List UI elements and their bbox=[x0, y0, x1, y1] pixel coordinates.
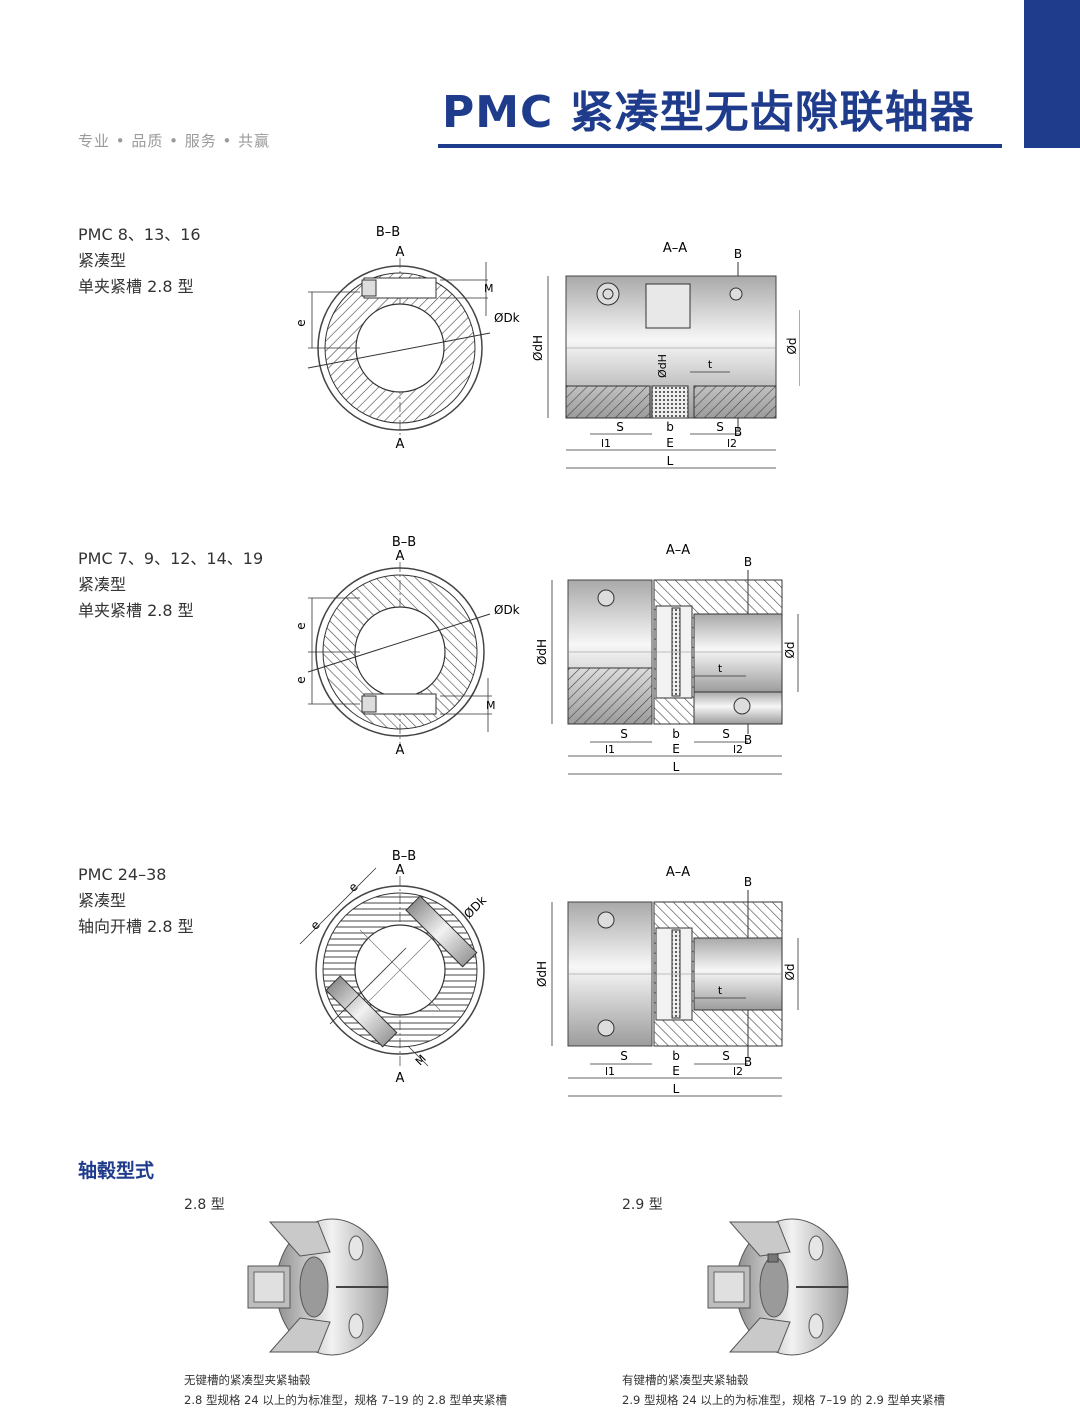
s-left-label: S bbox=[616, 420, 624, 434]
hub-type-28-caption-line2: 2.8 型规格 24 以上的为标准型，规格 7–19 的 2.8 型单夹紧槽 bbox=[184, 1393, 507, 1407]
section-1-clamp: 单夹紧槽 2.8 型 bbox=[78, 277, 194, 296]
hub-type-29-caption: 有键槽的紧凑型夹紧轴毂 2.9 型规格 24 以上的为标准型，规格 7–19 的… bbox=[622, 1370, 945, 1410]
l-total-label: L bbox=[673, 760, 680, 774]
a-label-bottom: A bbox=[396, 1071, 405, 1086]
l2-label: l2 bbox=[727, 437, 737, 450]
a-label-top: A bbox=[396, 863, 405, 878]
b-label-top: B bbox=[744, 875, 752, 889]
section-2-drawing: B–B A e e M ØDk A A–A B ØdH bbox=[294, 535, 799, 775]
dh-inner-label: ØdH bbox=[656, 354, 669, 378]
title-underline bbox=[438, 144, 1002, 148]
b-label-top: B bbox=[734, 247, 742, 261]
section-1-label: PMC 8、13、16 紧凑型 单夹紧槽 2.8 型 bbox=[78, 222, 201, 300]
d-dim-label: Ød bbox=[783, 641, 797, 658]
dk-dim-label: ØDk bbox=[494, 603, 520, 617]
aa-side-view: A–A B ØdH Ød ØdH t S b S B l1 E l2 L bbox=[531, 241, 800, 469]
aa-label: A–A bbox=[663, 241, 687, 256]
section-1-drawing: B–B A e M ØDk A A–A B ØdH Ød bbox=[294, 225, 800, 469]
corner-accent-block bbox=[1024, 0, 1080, 148]
section-2-clamp: 单夹紧槽 2.8 型 bbox=[78, 601, 194, 620]
section-2-label: PMC 7、9、12、14、19 紧凑型 单夹紧槽 2.8 型 bbox=[78, 546, 263, 624]
section-3-style: 紧凑型 bbox=[78, 891, 127, 910]
aa-label: A–A bbox=[666, 865, 690, 880]
b-small-label: b bbox=[672, 727, 680, 741]
slogan: 专业 • 品质 • 服务 • 共赢 bbox=[78, 132, 271, 150]
e-gap-label: E bbox=[666, 436, 674, 450]
e-dim-label-upper: e bbox=[294, 622, 308, 629]
bb-label: B–B bbox=[392, 535, 416, 550]
s-left-label: S bbox=[620, 1049, 628, 1063]
a-label-top: A bbox=[396, 245, 405, 260]
section-3-label: PMC 24–38 紧凑型 轴向开槽 2.8 型 bbox=[78, 862, 194, 940]
hub-type-28-illustration bbox=[247, 1218, 389, 1356]
aa-label: A–A bbox=[666, 543, 690, 558]
aa-side-view: A–A B ØdH Ød t S b S B l1 E l2 L bbox=[535, 865, 799, 1097]
hub-type-28-label: 2.8 型 bbox=[184, 1197, 225, 1213]
hub-type-29-caption-line2: 2.9 型规格 24 以上的为标准型，规格 7–19 的 2.9 型单夹紧槽 bbox=[622, 1393, 945, 1407]
l2-label: l2 bbox=[733, 743, 743, 756]
dh-dim-label: ØdH bbox=[535, 639, 549, 665]
a-label-top: A bbox=[396, 549, 405, 564]
aa-side-view: A–A B ØdH Ød t S b S B l1 E l2 L bbox=[535, 543, 799, 775]
d-dim-label: Ød bbox=[785, 337, 799, 354]
bb-cross-section: B–B A e M ØDk A bbox=[294, 225, 520, 452]
t-dim-label: t bbox=[718, 662, 723, 675]
e-dim-label-left: e bbox=[308, 918, 323, 933]
section-2-style: 紧凑型 bbox=[78, 575, 127, 594]
l-total-label: L bbox=[673, 1082, 680, 1096]
b-small-label: b bbox=[666, 420, 674, 434]
s-left-label: S bbox=[620, 727, 628, 741]
e-gap-label: E bbox=[672, 1064, 680, 1078]
hub-type-29-illustration bbox=[707, 1218, 849, 1356]
l-total-label: L bbox=[667, 454, 674, 468]
m-dim-label: M bbox=[486, 699, 496, 712]
a-label-bottom: A bbox=[396, 437, 405, 452]
bb-label: B–B bbox=[392, 849, 416, 864]
b-label-bottom: B bbox=[744, 733, 752, 747]
e-dim-label-right: e bbox=[346, 880, 361, 895]
t-dim-label: t bbox=[718, 984, 723, 997]
s-right-label: S bbox=[722, 727, 730, 741]
b-label-bottom: B bbox=[734, 425, 742, 439]
section-3-model: PMC 24–38 bbox=[78, 865, 167, 884]
section-1-model: PMC 8、13、16 bbox=[78, 225, 201, 244]
section-3-drawing: B–B A e e ØDk M A A–A B ØdH bbox=[299, 849, 799, 1097]
bb-label: B–B bbox=[376, 225, 400, 240]
hub-type-29-label: 2.9 型 bbox=[622, 1197, 663, 1213]
l1-label: l1 bbox=[605, 1065, 615, 1078]
hub-types-heading: 轴毂型式 bbox=[78, 1160, 155, 1182]
section-3-clamp: 轴向开槽 2.8 型 bbox=[78, 917, 194, 936]
hub-type-28-caption-line1: 无键槽的紧凑型夹紧轴毂 bbox=[184, 1373, 311, 1387]
bb-cross-section: B–B A e e ØDk M A bbox=[299, 849, 489, 1086]
b-label-bottom: B bbox=[744, 1055, 752, 1069]
section-2-model: PMC 7、9、12、14、19 bbox=[78, 549, 264, 568]
a-label-bottom: A bbox=[396, 743, 405, 758]
m-dim-label: M bbox=[484, 282, 494, 295]
bb-cross-section: B–B A e e M ØDk A bbox=[294, 535, 520, 758]
l1-label: l1 bbox=[601, 437, 611, 450]
s-right-label: S bbox=[722, 1049, 730, 1063]
e-dim-label-lower: e bbox=[294, 676, 308, 683]
dh-dim-label: ØdH bbox=[531, 335, 545, 361]
hub-type-28-caption: 无键槽的紧凑型夹紧轴毂 2.8 型规格 24 以上的为标准型，规格 7–19 的… bbox=[184, 1370, 507, 1410]
d-dim-label: Ød bbox=[783, 963, 797, 980]
b-small-label: b bbox=[672, 1049, 680, 1063]
section-1-style: 紧凑型 bbox=[78, 251, 127, 270]
l1-label: l1 bbox=[605, 743, 615, 756]
b-label-top: B bbox=[744, 555, 752, 569]
t-dim-label: t bbox=[708, 358, 713, 371]
hub-type-29-caption-line1: 有键槽的紧凑型夹紧轴毂 bbox=[622, 1373, 749, 1387]
e-dim-label: e bbox=[294, 319, 308, 326]
m-dim-label: M bbox=[413, 1052, 429, 1068]
l2-label: l2 bbox=[733, 1065, 743, 1078]
dh-dim-label: ØdH bbox=[535, 961, 549, 987]
s-right-label: S bbox=[716, 420, 724, 434]
page-title: PMC 紧凑型无齿隙联轴器 bbox=[442, 87, 975, 138]
dk-dim-label: ØDk bbox=[494, 311, 520, 325]
e-gap-label: E bbox=[672, 742, 680, 756]
